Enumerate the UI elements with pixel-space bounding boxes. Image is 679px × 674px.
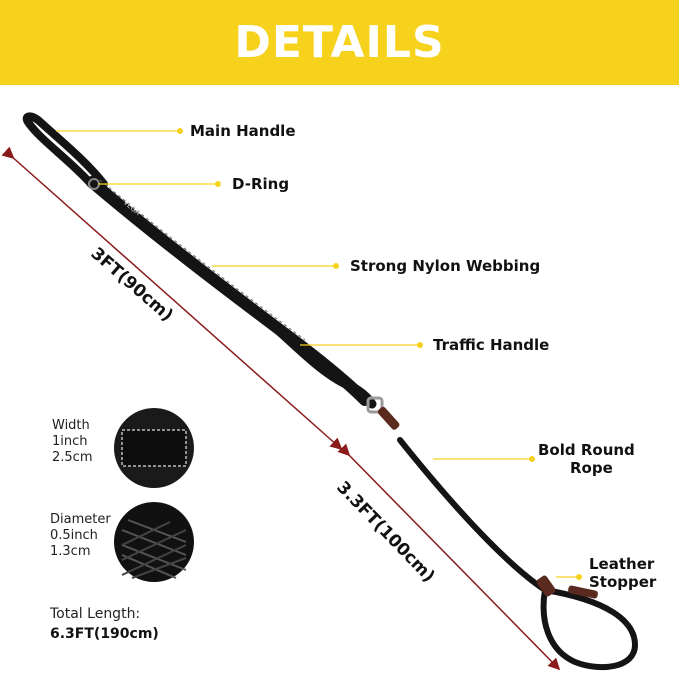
metal-clip: [366, 396, 384, 414]
callout-bold-rope-line1: Bold Round: [538, 441, 635, 459]
measure-label-lower: 3.3FT(100cm): [332, 478, 438, 587]
callout-webbing: Strong Nylon Webbing: [350, 257, 541, 275]
callout-main-handle: Main Handle: [190, 122, 296, 140]
callout-leather-line2: Stopper: [589, 573, 657, 591]
callout-traffic-handle: Traffic Handle: [433, 336, 550, 354]
spec-width-inch: 1inch: [52, 434, 88, 449]
header-banner: DETAILS: [0, 0, 679, 85]
spec-diameter-cm: 1.3cm: [50, 544, 91, 559]
spec-width-label: Width: [52, 418, 90, 433]
leader-dot-leather: [576, 574, 582, 580]
rope-swatch: [114, 502, 194, 582]
callout-leather-stopper: Leather Stopper: [589, 555, 656, 591]
leader-dot-d-ring: [215, 181, 221, 187]
leather-sleeve-bottom: [568, 585, 598, 599]
spec-total-value: 6.3FT(190cm): [50, 626, 159, 642]
spec-diameter-label: Diameter: [50, 512, 111, 527]
leather-sleeve-top: [377, 406, 400, 430]
measure-line-lower: [337, 443, 561, 671]
main-handle-loop: [22, 112, 108, 189]
measure-line-upper: [1, 146, 343, 450]
callout-leather-line1: Leather: [589, 555, 655, 573]
spec-total: Total Length: 6.3FT(190cm): [50, 606, 159, 642]
callout-bold-rope-line2: Rope: [570, 459, 613, 477]
callout-d-ring: D-Ring: [232, 175, 290, 193]
callout-bold-rope: Bold Round Rope: [538, 441, 635, 477]
round-rope: [397, 437, 548, 593]
spec-width: Width 1inch 2.5cm: [52, 418, 93, 466]
leader-dot-traffic-handle: [417, 342, 423, 348]
spec-width-cm: 2.5cm: [52, 450, 93, 465]
rope-loop: [540, 587, 639, 671]
traffic-handle-loop: [273, 325, 377, 409]
leader-dot-webbing: [333, 263, 339, 269]
page-title: DETAILS: [234, 17, 445, 68]
webbing-stitch: [99, 179, 306, 341]
spec-diameter: Diameter 0.5inch 1.3cm: [50, 512, 111, 560]
width-swatch: [114, 408, 194, 488]
leather-stopper: [536, 575, 556, 597]
spec-diameter-inch: 0.5inch: [50, 528, 98, 543]
spec-total-label: Total Length:: [50, 606, 141, 622]
leader-dot-main-handle: [177, 128, 183, 134]
measure-label-upper: 3FT(90cm): [87, 244, 177, 326]
leader-dot-bold-rope: [529, 456, 535, 462]
